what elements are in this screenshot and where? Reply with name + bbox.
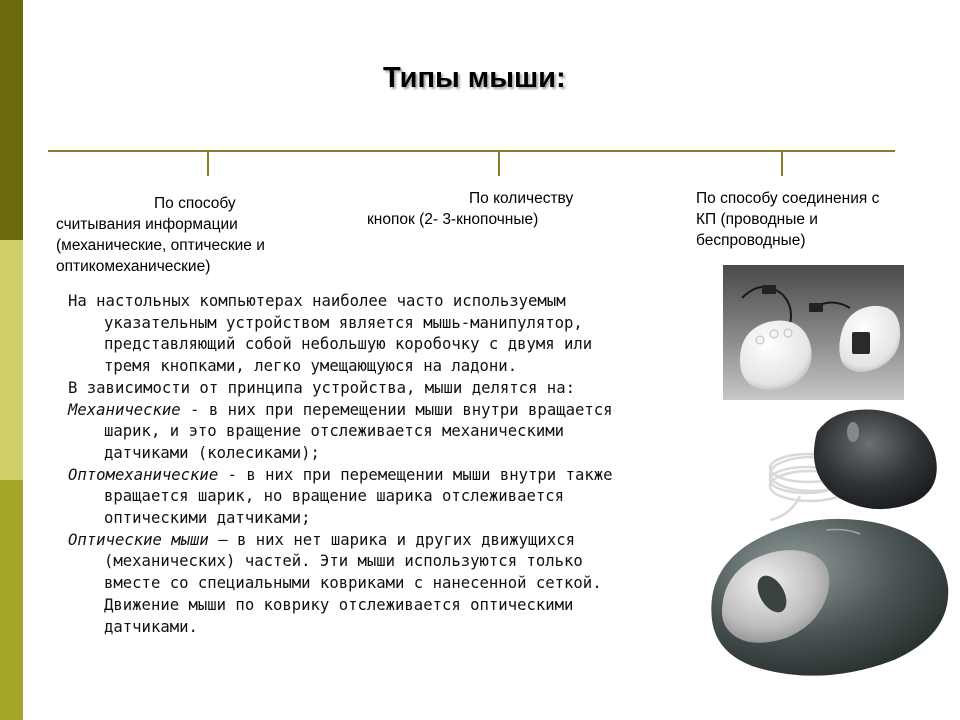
scroll-wheel (847, 422, 859, 442)
mouse-button (783, 328, 793, 338)
branch-line: беспроводные) (696, 232, 806, 249)
body-line: вращается шарик, но вращение шарика отсл… (104, 487, 565, 506)
type-name: Оптомеханические (68, 465, 219, 484)
branch-line: (механические, оптические и (56, 237, 265, 254)
sidebar-light-segment (0, 240, 23, 480)
branch-line: По способу соединения с (696, 190, 880, 207)
slide-title: Типы мыши: (383, 62, 566, 94)
branch-line: кнопок (2- 3-кнопочные) (367, 211, 539, 228)
type-description: – в них нет шарика и других движущихся (208, 530, 575, 549)
sidebar-strip (0, 0, 23, 720)
type-name: Оптические мыши (68, 530, 209, 549)
branch-line: КП (проводные и (696, 211, 818, 228)
branch-line: оптикомеханические) (56, 258, 211, 275)
body-line: оптическими датчиками; (104, 509, 311, 528)
branch-connection-type: По способу соединения с КП (проводные и … (696, 188, 879, 251)
type-name: Механические (68, 400, 181, 419)
mouse-highlight (825, 528, 861, 535)
branch-line: считывания информации (56, 216, 238, 233)
mouse-button (755, 335, 765, 345)
cable-connector (762, 285, 776, 294)
branch-button-count: По количеству кнопок (2- 3-кнопочные) (367, 188, 573, 230)
branch-reading-method: По способу считывания информации (механи… (56, 193, 265, 277)
body-text: На настольных компьютерах наиболее часто… (68, 291, 613, 638)
sidebar-dark-segment (0, 0, 23, 240)
body-line: датчиками. (104, 617, 198, 636)
branch-line: По количеству (469, 190, 574, 207)
mouse-type-optomechanical: Оптомеханические - в них при перемещении… (68, 465, 613, 487)
body-line: (механических) частей. Эти мыши использу… (104, 552, 583, 571)
body-line: вместе со специальными ковриками с нанес… (104, 574, 602, 593)
branch-line: По способу (154, 195, 236, 212)
body-line: Движение мыши по коврику отслеживается о… (104, 595, 574, 614)
mouse-type-optical: Оптические мыши – в них нет шарика и дру… (68, 530, 613, 552)
body-line: шарик, и это вращение отслеживается меха… (104, 422, 565, 441)
mouse-type-mechanical: Механические - в них при перемещении мыш… (68, 400, 613, 422)
cable-connector (809, 303, 823, 312)
dark-mouse-body (813, 409, 937, 510)
type-description: - в них при перемещении мыши внутри вращ… (180, 400, 613, 419)
sidebar-mid-segment (0, 480, 23, 720)
body-line: указательным устройством является мышь-м… (104, 313, 583, 332)
mouse-label (852, 332, 870, 354)
type-description: - в них при перемещении мыши внутри такж… (218, 465, 613, 484)
body-line: В зависимости от принципа устройства, мы… (68, 378, 575, 397)
body-line: тремя кнопками, легко умещающуюся на лад… (104, 357, 518, 376)
scroll-wheel (757, 575, 787, 613)
body-line: представляющий собой небольшую коробочку… (104, 335, 593, 354)
mouse-button (769, 329, 779, 339)
body-line: датчиками (колесиками); (104, 443, 320, 462)
body-line: На настольных компьютерах наиболее часто… (68, 292, 566, 310)
